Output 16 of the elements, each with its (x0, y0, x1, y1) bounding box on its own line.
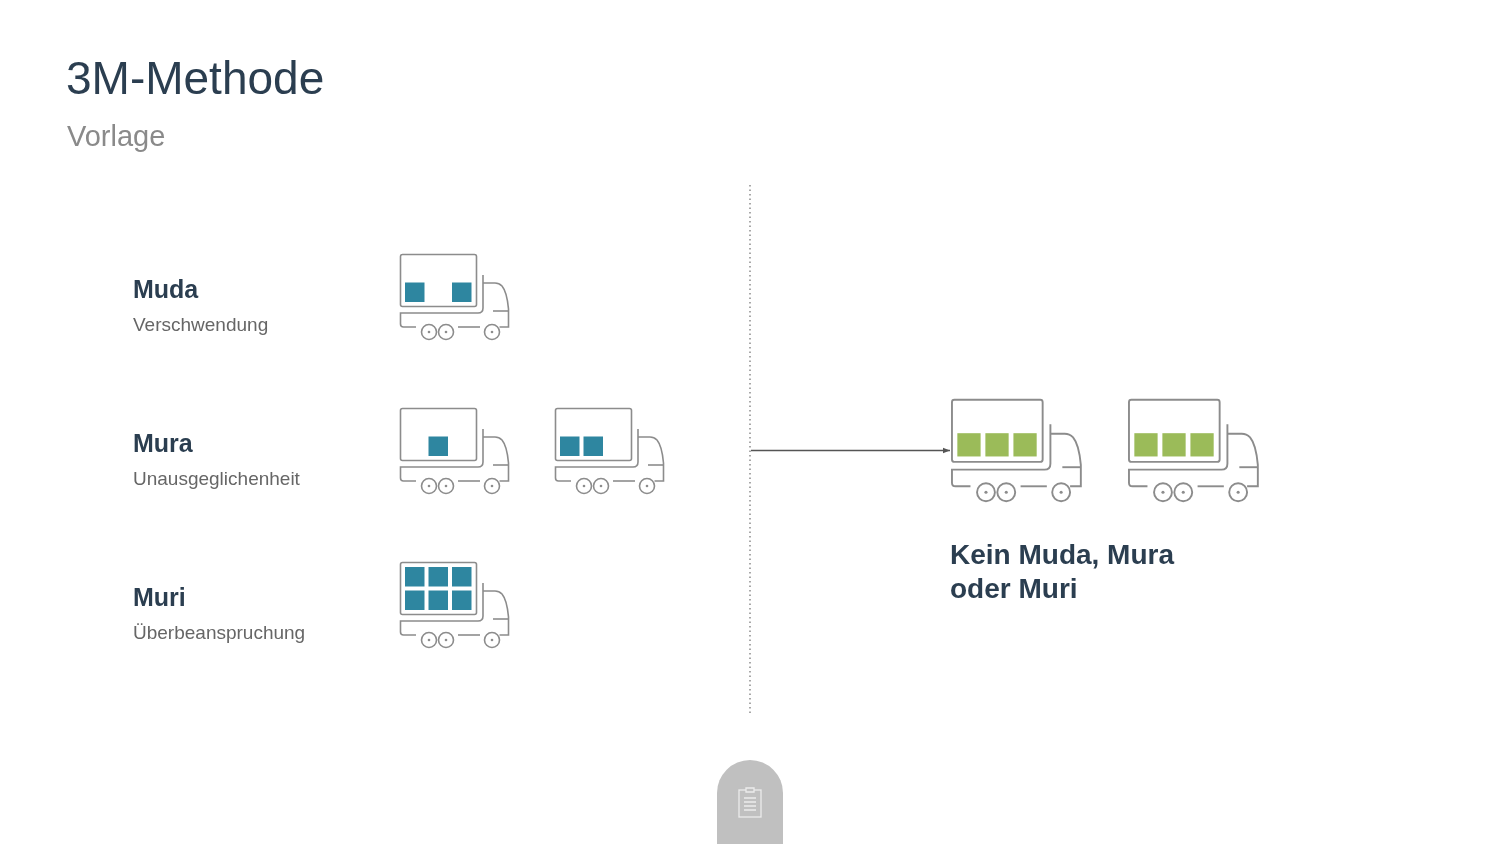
slide-title: 3M-Methode (66, 52, 325, 104)
truck-icon (399, 253, 511, 341)
term-heading: Mura (133, 428, 193, 458)
truck-icon (554, 407, 666, 495)
result-heading: Kein Muda, Mura oder Muri (950, 538, 1176, 606)
term-description: Verschwendung (133, 313, 269, 337)
slide-subtitle: Vorlage (67, 119, 166, 153)
term-description: Überbeanspruchung (133, 621, 306, 645)
term-heading: Muda (133, 274, 199, 304)
truck-icon (1127, 398, 1261, 503)
term-description: Unausgeglichenheit (133, 467, 300, 491)
arrow (750, 447, 951, 454)
truck-icon (399, 407, 511, 495)
truck-icon (950, 398, 1084, 503)
truck-icon (399, 561, 511, 649)
term-heading: Muri (133, 582, 186, 612)
